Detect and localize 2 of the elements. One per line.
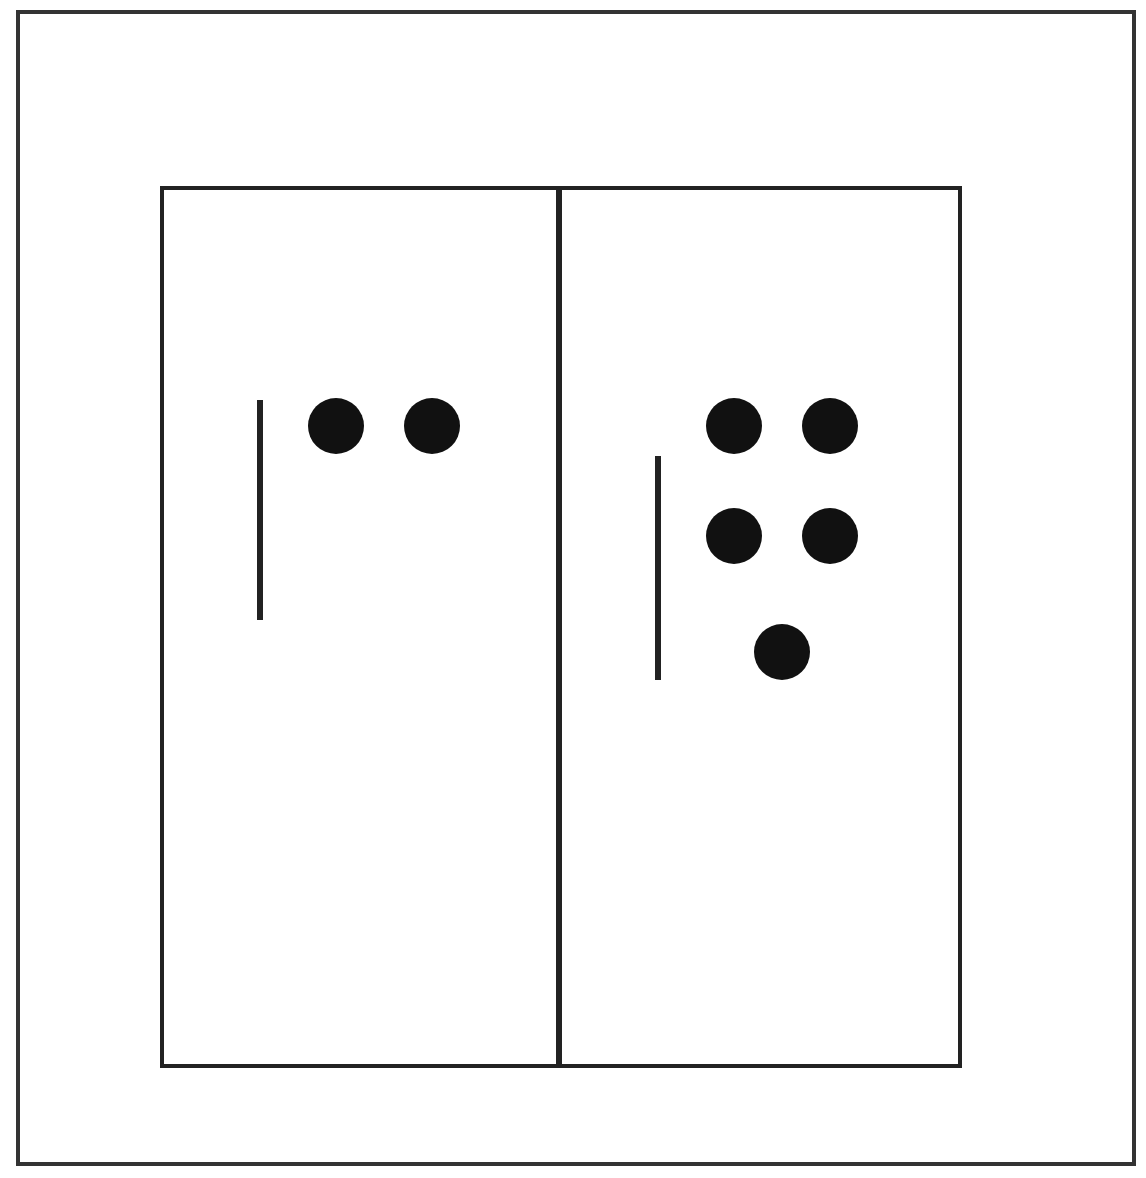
panel-box — [558, 186, 962, 1068]
panel-box — [160, 186, 560, 1068]
